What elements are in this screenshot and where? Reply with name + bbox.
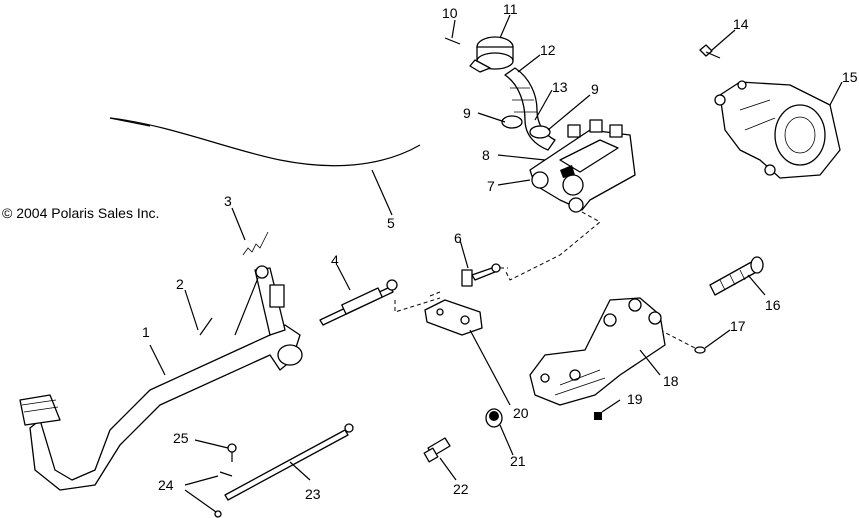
callout-labels: 1 2 3 4 5 6 7 8 9 9 10 11 12 13 14 15 16…: [142, 1, 858, 502]
brake-pedal: [19, 265, 303, 491]
callout-14: 14: [733, 16, 749, 32]
leader-lines: [149, 14, 843, 513]
callout-9a: 9: [463, 105, 471, 121]
callout-8: 8: [482, 147, 490, 163]
clip: [214, 471, 233, 518]
brake-rod: [319, 279, 441, 326]
callout-15: 15: [842, 69, 858, 85]
callout-25: 25: [173, 430, 189, 446]
brake-cable: [109, 117, 421, 167]
assembly-line: [504, 211, 601, 281]
callout-24: 24: [158, 477, 174, 493]
reservoir: [469, 36, 514, 73]
callout-20: 20: [513, 405, 529, 421]
mounting-bracket: [424, 291, 483, 336]
clevis-pin: [227, 443, 237, 462]
callout-19: 19: [627, 391, 643, 407]
reservoir-hose: [504, 67, 556, 151]
mounting-plate: [529, 297, 666, 406]
callout-22: 22: [453, 481, 469, 497]
nut: [594, 412, 602, 420]
spring: [242, 231, 269, 256]
callout-11: 11: [503, 1, 518, 17]
reservoir-bolt: [444, 37, 461, 45]
master-cylinder: [529, 119, 636, 213]
clevis: [461, 263, 508, 287]
callout-1: 1: [142, 324, 150, 340]
callout-16: 16: [765, 297, 781, 313]
callout-2: 2: [176, 276, 184, 292]
lock-nut: [485, 408, 503, 428]
callout-6: 6: [454, 230, 462, 246]
brake-caliper: [714, 80, 841, 179]
pin: [199, 317, 213, 336]
callout-4: 4: [331, 252, 339, 268]
callout-5: 5: [387, 215, 395, 231]
callout-3: 3: [224, 193, 232, 209]
callout-13: 13: [552, 79, 568, 95]
bolt: [423, 437, 451, 463]
hose-clamps: [501, 115, 551, 139]
callout-10: 10: [442, 5, 458, 21]
callout-21: 21: [510, 453, 526, 469]
pedal-rod: [224, 423, 354, 501]
callout-18: 18: [663, 373, 679, 389]
bleeder-valve: [709, 256, 764, 296]
callout-17: 17: [730, 318, 746, 334]
callout-9b: 9: [591, 81, 599, 97]
callout-7: 7: [487, 178, 495, 194]
small-bolt: [659, 329, 706, 354]
caliper-bolt: [699, 44, 721, 59]
pedal-spring: [269, 284, 285, 308]
callout-23: 23: [305, 486, 321, 502]
callout-12: 12: [540, 42, 556, 58]
copyright-text: © 2004 Polaris Sales Inc.: [2, 205, 159, 221]
